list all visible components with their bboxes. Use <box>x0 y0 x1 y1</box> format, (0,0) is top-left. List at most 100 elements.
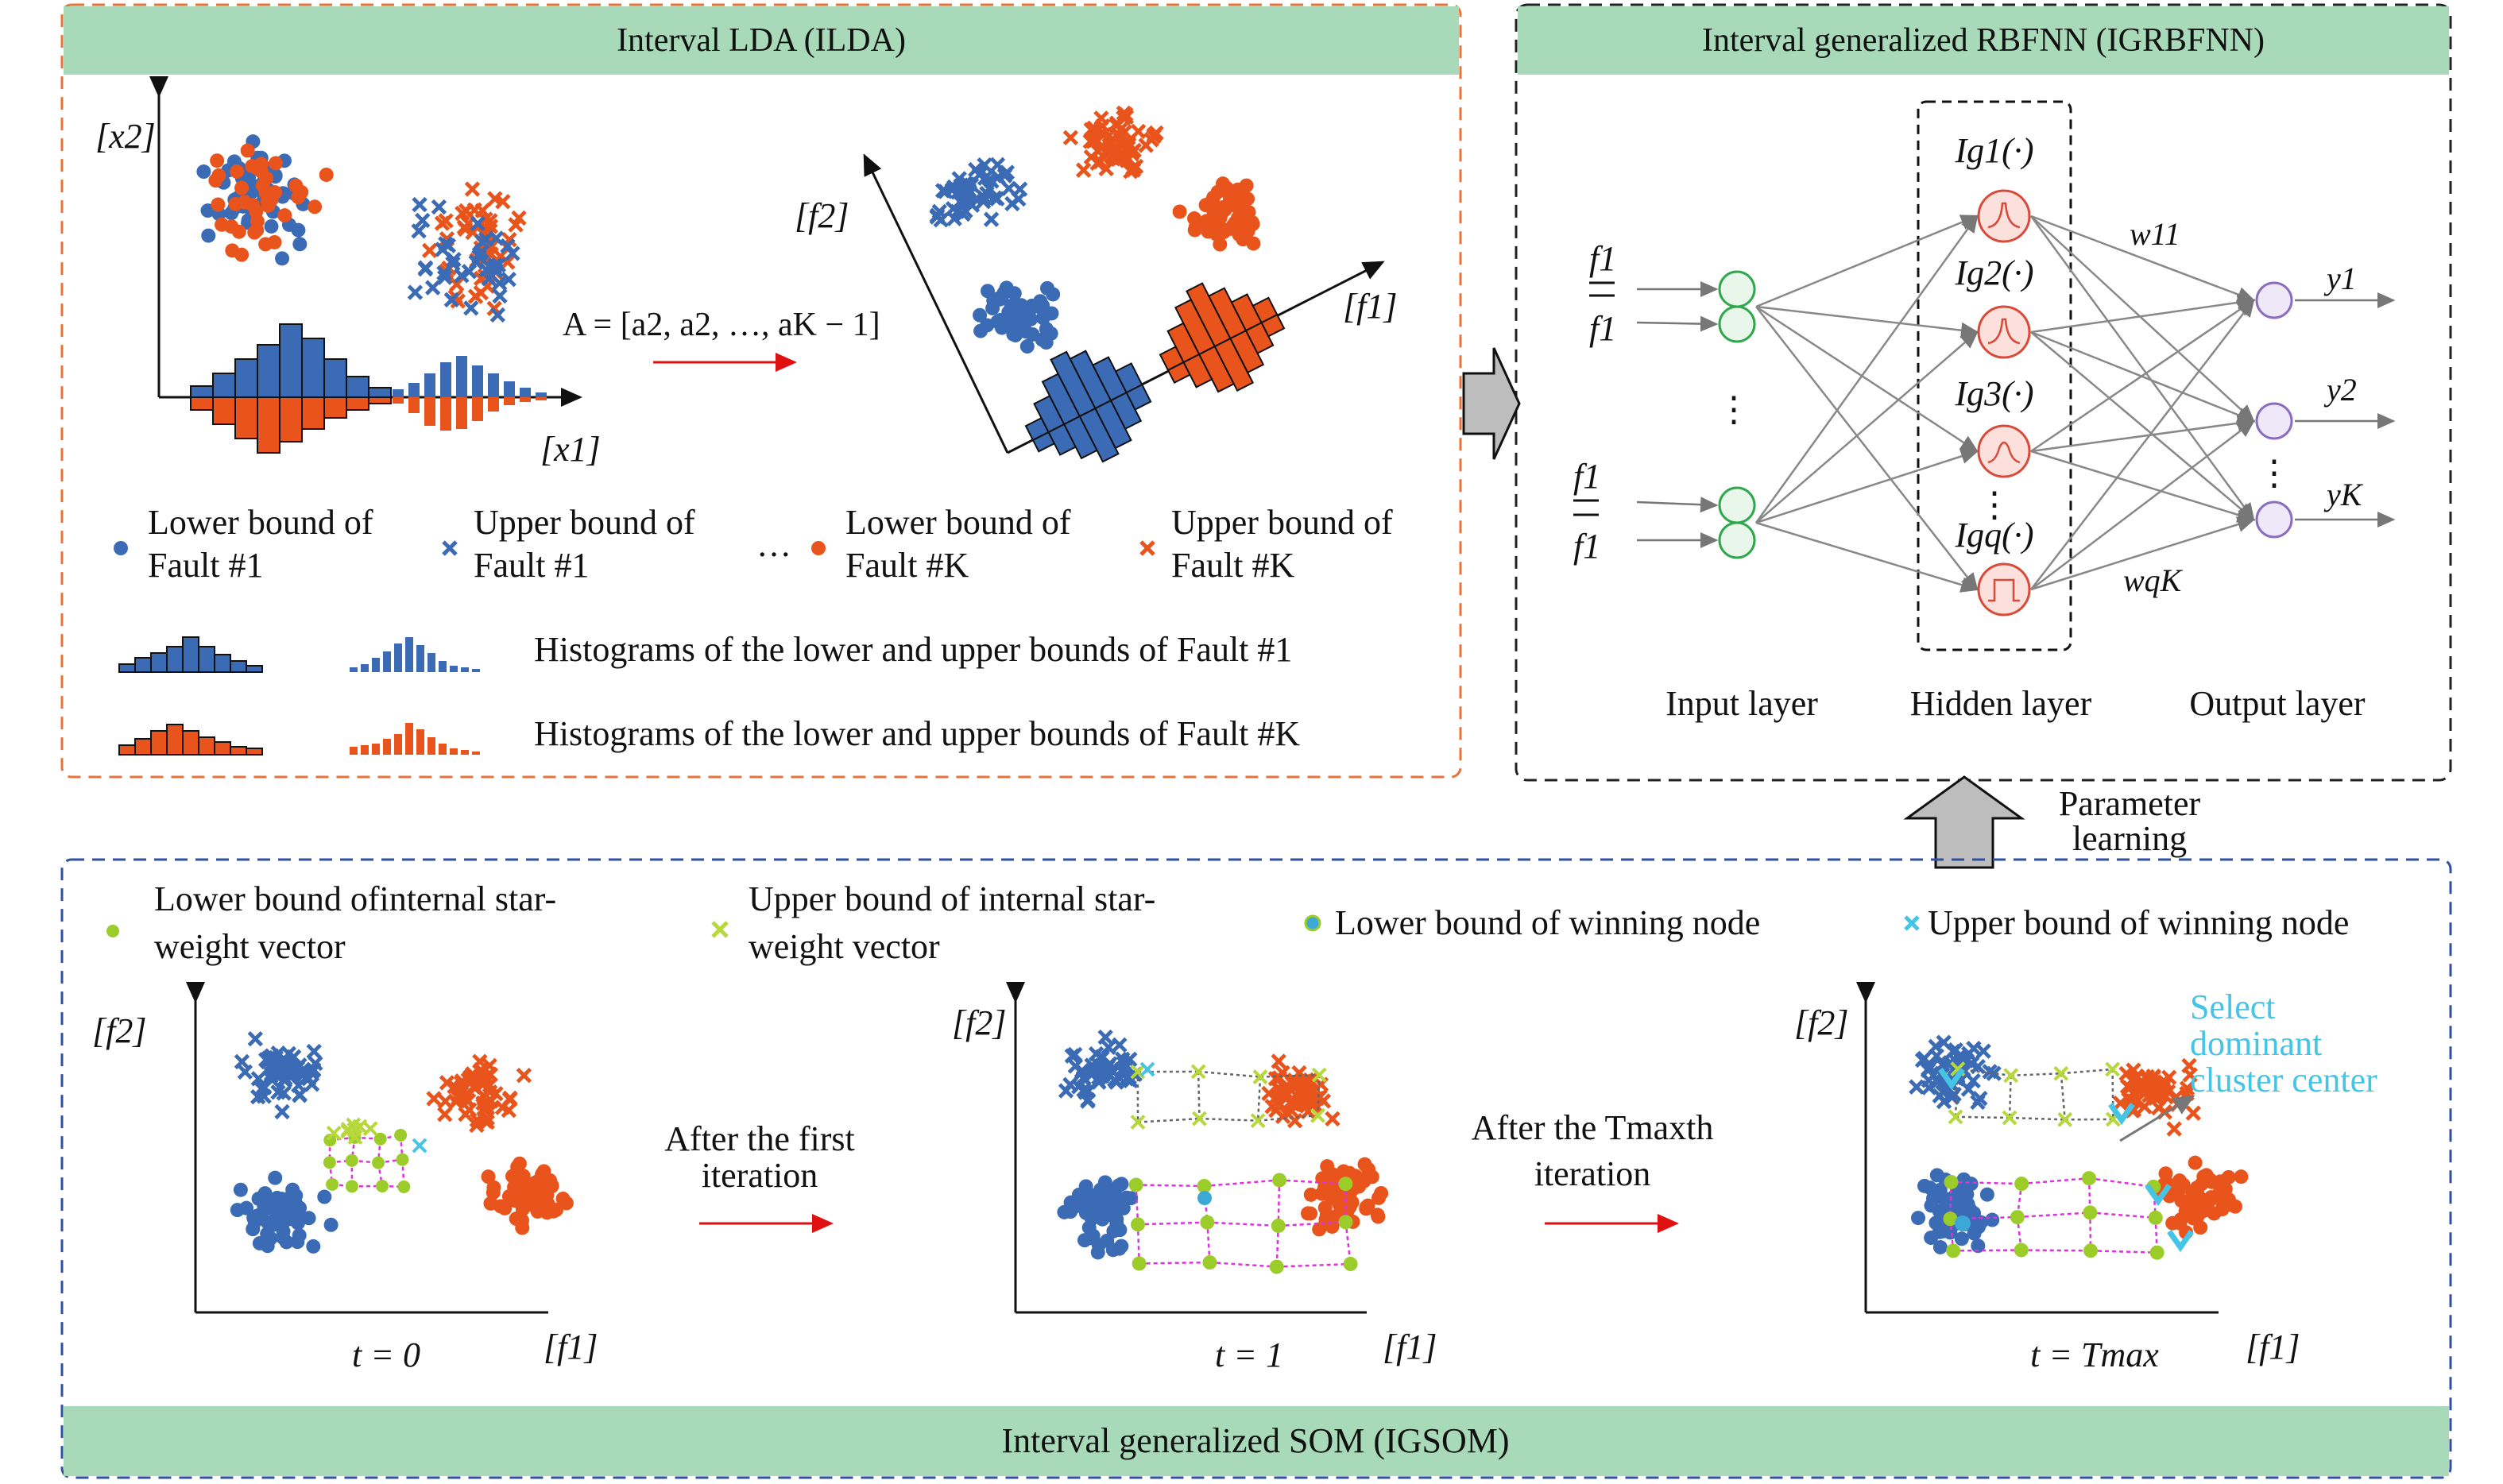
proj-upper-fault1-point <box>975 194 992 210</box>
legend-hist-upper-faultK-bar <box>394 734 402 755</box>
legend-hist-upper-faultK-bar <box>439 744 447 755</box>
orig-upper-faultK-point <box>511 210 527 226</box>
som-tmax-upper-node-b <box>1950 1061 1966 1076</box>
som-upper-fault1-point <box>269 1057 286 1072</box>
som-t0-upper-node-b <box>326 1125 342 1141</box>
proj-lower-fault1-point <box>980 318 995 333</box>
som-lower-faultK-point <box>493 1199 509 1214</box>
som-t1-upper-winner-b <box>1139 1061 1155 1077</box>
som-tmax-upper-node-b <box>2053 1065 2069 1081</box>
som-upper-fault1-point-b <box>1064 1048 1081 1064</box>
som-upper-fault1-point <box>1963 1056 1980 1072</box>
som-upper-fault1-point-b <box>1112 1037 1128 1053</box>
som-upper-faultK-point <box>472 1053 488 1069</box>
som-lower-faultK-point <box>1320 1159 1335 1174</box>
som-tmax-label: t = Tmax <box>2030 1335 2159 1374</box>
orig-lower-fault1-point <box>201 228 216 243</box>
som-upper-faultK-point <box>460 1092 477 1109</box>
som-upper-fault1-point-b <box>277 1065 292 1082</box>
som-upper-fault1-point-b <box>274 1103 290 1120</box>
som-upper-fault1-point-b <box>1909 1079 1925 1095</box>
orig-upper-fault1-point <box>445 256 461 272</box>
orig-hist-fault1-lower-bar <box>368 387 392 398</box>
orig-upper-fault1-point <box>438 236 454 252</box>
hidden-kernel-shape <box>1987 202 2021 229</box>
orig-lower-fault1-point <box>275 251 290 266</box>
proj-upper-faultK-point-b <box>1097 126 1112 142</box>
orig-upper-fault1-point <box>411 223 427 239</box>
som-tmax-upper-link <box>2008 1075 2012 1119</box>
orig-upper-faultK-point-b <box>479 221 495 237</box>
select-dominant-arrow <box>2119 1095 2195 1142</box>
som-upper-fault1-point <box>1112 1037 1128 1053</box>
som-upper-fault1-point-b <box>1982 1064 1998 1080</box>
proj-upper-faultK-point-b <box>1098 160 1114 177</box>
som-tmax-upper-link <box>1955 1115 2010 1119</box>
som-upper-faultK-point-b <box>1293 1092 1310 1108</box>
orig-upper-fault1-point-b <box>436 269 453 285</box>
orig-hist-faultK-upper-bar <box>472 397 483 421</box>
som-tmax-upper-node <box>2057 1111 2073 1127</box>
som-upper-fault1-point <box>1097 1029 1113 1045</box>
input-feed-arrow <box>1636 315 1719 332</box>
hidden-node <box>1977 424 2031 478</box>
legend-hist-lower-faultK-bar <box>246 748 263 756</box>
orig-upper-fault1-point-b <box>411 223 427 239</box>
ilda-panel: Interval LDA (ILDA) [x2] [x1] A = [a2, a… <box>60 3 1462 779</box>
som-dominant-center-check <box>2108 1102 2135 1126</box>
som-upper-faultK-point-b <box>1325 1111 1340 1127</box>
som-t1-lower-winner <box>1197 1191 1212 1205</box>
legend-upper-star-line1: Upper bound of internal star- <box>749 879 1155 918</box>
som-tmax-lower-node <box>1944 1174 1959 1189</box>
som-lower-faultK-point <box>1361 1161 1376 1177</box>
legend-hist-upper-fault1-bar <box>450 666 458 672</box>
som-t1-upper-node-b <box>1130 1115 1146 1130</box>
orig-upper-fault1-point-b <box>488 230 505 246</box>
proj-upper-fault1-point-b <box>977 157 992 173</box>
orig-lower-faultK-point <box>250 214 265 229</box>
proj-upper-faultK-point-b <box>1116 105 1132 122</box>
som-upper-faultK-point-b <box>468 1080 484 1096</box>
orig-hist-faultK-lower-bar <box>190 396 214 411</box>
som-upper-fault1-point-b <box>292 1088 308 1103</box>
first-iteration-line2: iteration <box>702 1156 818 1195</box>
weight-wqK: wqK <box>2123 562 2184 598</box>
legend-hist-upper-faultK-bar <box>405 723 413 755</box>
legend-hist-lower-fault1-bar <box>198 646 215 673</box>
proj-upper-fault1-point-b <box>1000 180 1017 196</box>
som-tmax-lower-link <box>2091 1250 2157 1254</box>
orig-upper-fault1-point-b <box>491 275 508 292</box>
orig-lower-faultK-point <box>246 198 261 213</box>
orig-upper-faultK-point-b <box>464 181 481 197</box>
orig-upper-fault1-point <box>454 268 470 284</box>
som-t1-upper-node-b <box>1192 1111 1207 1127</box>
hidden-kernel-shape <box>1988 578 2020 602</box>
proj-upper-faultK-point <box>1090 143 1106 160</box>
hidden-node <box>1977 305 2031 359</box>
som-upper-fault1-point-b <box>1093 1060 1110 1076</box>
som-upper-fault1-point <box>300 1071 317 1087</box>
proj-upper-faultK-point-b <box>1105 151 1121 167</box>
ilda-original-axes <box>149 76 582 407</box>
som-lower-fault1-point <box>292 1228 307 1243</box>
proj-upper-fault1-point-b <box>938 184 954 199</box>
som-tmax-lower-link <box>2016 1183 2023 1218</box>
hidden-ig3-label: Ig3(·) <box>1955 374 2034 413</box>
orig-upper-fault1-point <box>436 269 453 285</box>
orig-hist-faultK-lower-bar <box>346 396 369 411</box>
rbf-title: Interval generalized RBFNN (IGRBFNN) <box>1702 22 2265 59</box>
orig-hist-fault1-lower-bar <box>346 376 369 398</box>
som-t1-upper-node-b <box>1130 1064 1146 1080</box>
som-upper-fault1-point-b <box>1101 1039 1116 1056</box>
proj-upper-fault1-point-b <box>983 211 1000 227</box>
proj-upper-faultK-point <box>1093 110 1109 126</box>
proj-upper-fault1-point-b <box>964 197 981 213</box>
som-tmax-upper-link <box>2060 1068 2113 1075</box>
som-upper-fault1-point <box>292 1088 308 1103</box>
proj-lower-fault1-point <box>1039 322 1054 337</box>
som-plot-t0-axes <box>186 982 548 1314</box>
som-upper-fault1-point <box>263 1068 279 1084</box>
som-upper-fault1-point-b <box>276 1085 292 1101</box>
som-t1-upper-node-b <box>1310 1107 1325 1123</box>
som-lower-fault1-point <box>1080 1188 1095 1204</box>
